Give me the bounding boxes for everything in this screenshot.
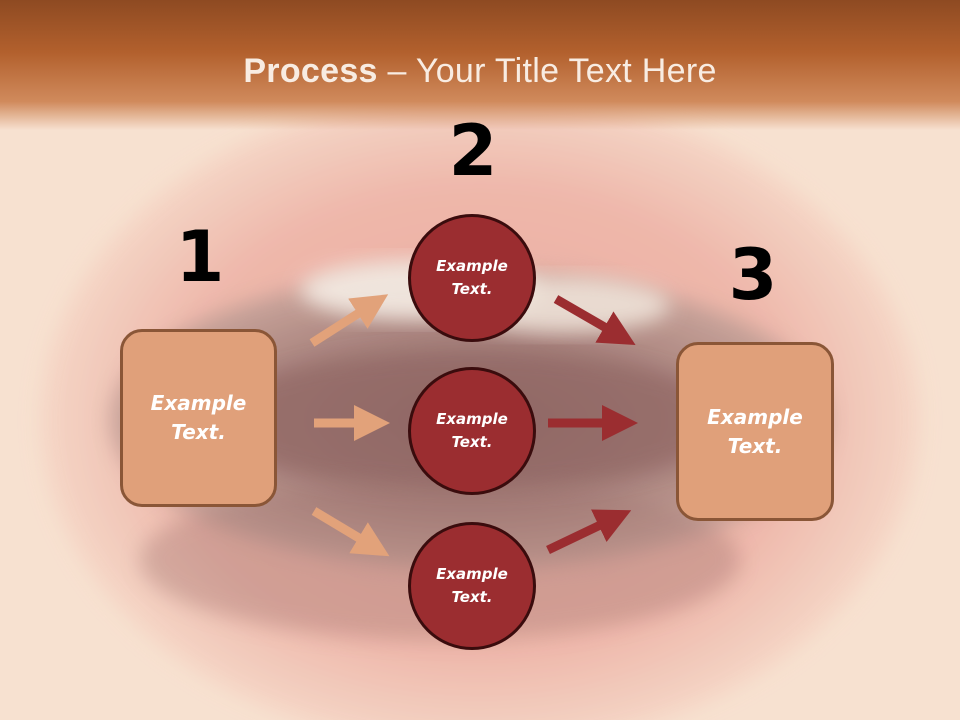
circle-2-text: Example Text. [436,410,508,451]
step-2-circle-top: Example Text. [408,214,536,342]
step-1-box: Example Text. [120,329,277,507]
circle-1-text: Example Text. [436,257,508,298]
step-number-2: 2 [448,110,498,192]
title-bar: Process – Your Title Text Here [0,0,960,130]
title-rest: – Your Title Text Here [377,52,717,90]
step-2-circle-middle: Example Text. [408,367,536,495]
arrow-to-circle-1 [309,294,389,347]
step-1-text: Example Text. [150,391,247,444]
step-number-1: 1 [175,216,225,298]
arrow-to-circle-3 [311,507,390,557]
step-2-circle-bottom: Example Text. [408,522,536,650]
step-3-text: Example Text. [707,404,803,458]
step-3-box: Example Text. [676,342,834,521]
title-bold: Process [243,52,378,90]
slide-title: Process – Your Title Text Here [0,52,960,91]
arrow-from-circle-3 [546,509,632,555]
circle-3-text: Example Text. [436,565,508,606]
step-number-3: 3 [728,234,778,316]
arrow-from-circle-1 [553,295,636,346]
